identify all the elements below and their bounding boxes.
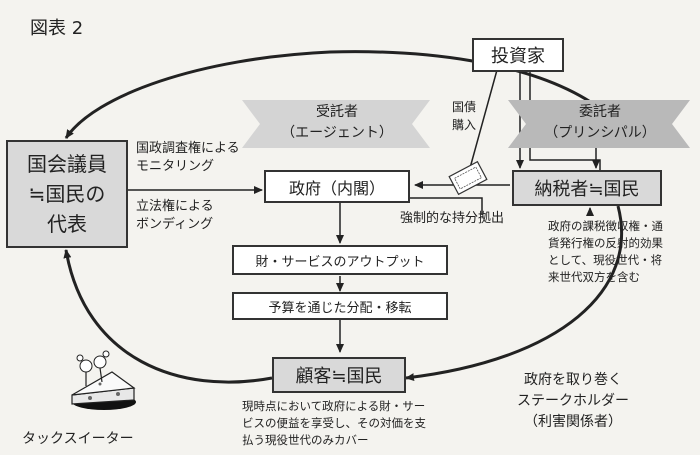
budget-label: 予算を通じた分配・移転 [268,300,412,316]
customer-note-line-2: ビスの便益を享受し、その対価を支 [242,416,426,430]
mouse-cheese-icon [71,350,136,410]
investor-label: 投資家 [491,46,545,67]
customer-note: 現時点において政府による財・サー ビスの便益を享受し、その対価を支 払う現役世代… [242,398,426,449]
customer-note-line-1: 現時点において政府による財・サー [242,399,426,413]
agent-role-label: 受託者 （エージェント） [262,102,412,144]
investigation-label: 国政調査権による モニタリング [136,140,240,176]
legislation-line-1: 立法権による [136,199,214,214]
principal-subtitle: （プリンシパル） [544,125,656,141]
stakeholders-line-2: ステークホルダー [517,393,629,409]
output-box: 財・サービスのアウトプット [232,245,448,275]
customer-label: 顧客≒国民 [295,366,383,387]
forced-contribution-label: 強制的な持分拠出 [400,211,505,226]
principal-title: 委託者 [579,104,621,120]
tax-eater-label: タックスイーター [22,431,134,447]
bond-purchase-line-2: 購入 [452,118,477,132]
customer-note-line-3: 払う現役世代のみカバー [242,433,369,447]
budget-box: 予算を通じた分配・移転 [232,292,448,320]
bond-certificate-icon [448,160,488,196]
agent-title: 受託者 [316,104,358,120]
principal-role-label: 委託者 （プリンシパル） [520,102,680,144]
taxpayer-note-line-3: として、現役世代・将 [548,253,663,267]
bond-purchase-label: 国債 購入 [452,98,476,134]
parliament-line-1: 国会議員 [27,152,107,176]
taxpayer-note: 政府の課税徴収権・通 貨発行権の反射的効果 として、現役世代・将 来世代双方を含… [548,218,663,286]
arrow-taxpayer-to-parliament [64,50,613,139]
arrow-taxpayer-to-customer [405,205,624,382]
stakeholders-line-3: （利害関係者） [524,414,622,430]
agent-shape [242,100,430,148]
agent-subtitle: （エージェント） [281,125,393,141]
investor-box: 投資家 [472,38,564,72]
customer-box: 顧客≒国民 [272,357,406,393]
arrow-customer-to-parliament [63,249,273,384]
government-label: 政府（内閣） [288,178,385,198]
government-box: 政府（内閣） [264,170,410,203]
figure-title: 図表 2 [30,18,84,39]
taxpayer-label: 納税者≒国民 [534,179,640,200]
legislation-line-2: ボンディング [136,217,214,232]
parliament-line-3: 代表 [47,212,87,236]
bond-purchase-line-1: 国債 [452,100,477,114]
output-label: 財・サービスのアウトプット [255,254,425,270]
parliament-line-2: ≒国民の [28,182,106,206]
parliament-box: 国会議員 ≒国民の 代表 [6,140,128,248]
stakeholders-line-1: 政府を取り巻く [524,372,622,388]
taxpayer-note-line-4: 来世代双方を含む [548,270,640,284]
stakeholders-label: 政府を取り巻く ステークホルダー （利害関係者） [498,370,648,433]
principal-shape [508,100,690,148]
taxpayer-box: 納税者≒国民 [512,170,662,206]
taxpayer-note-line-1: 政府の課税徴収権・通 [548,219,663,233]
investigation-line-1: 国政調査権による [136,141,240,156]
taxpayer-note-line-2: 貨発行権の反射的効果 [548,236,663,250]
legislation-label: 立法権による ボンディング [136,198,214,234]
investigation-line-2: モニタリング [136,159,215,174]
arrow-bond-purchase [469,69,498,169]
